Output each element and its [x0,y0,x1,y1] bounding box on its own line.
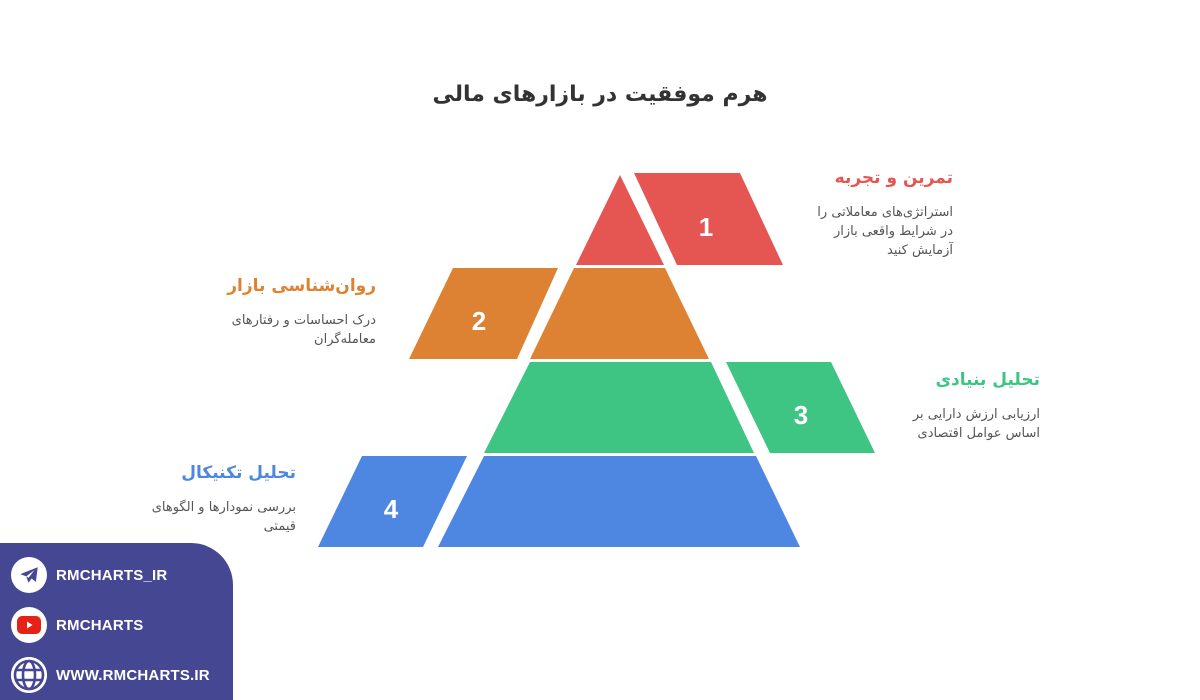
tier-2-description-line: درک احساسات و رفتارهای [231,313,376,328]
tier-2-number: 2 [472,306,486,336]
globe-icon [11,657,47,693]
tier-3-description-line: اساس عوامل اقتصادی [917,426,1040,441]
tier-1-title: تمرین و تجربه [834,168,953,188]
tier-3-description-line: ارزیابی ارزش دارایی بر [912,407,1040,422]
website-url: WWW.RMCHARTS.IR [56,666,210,684]
tier-2-description-line: معامله‌گران [314,332,376,347]
telegram-handle: RMCHARTS_IR [56,566,168,584]
tier-2-label: روان‌شناسی بازار درک احساسات و رفتارهای … [216,276,376,349]
tier-4-number-tab [318,456,467,547]
tier-1-number: 1 [699,212,713,242]
pyramid-tier-1: 1 [576,173,783,265]
tier-2-number-tab [409,268,558,359]
tier-3-number: 3 [794,400,808,430]
tier-3-pyramid-segment [484,362,754,453]
pyramid-tier-2: 2 [409,268,709,359]
tier-4-description-line: قیمتی [263,519,296,534]
tier-3-label: تحلیل بنیادی ارزیابی ارزش دارایی بر اساس… [903,370,1040,443]
social-link-website[interactable]: WWW.RMCHARTS.IR [11,657,210,693]
tier-1-description: استراتژی‌های معاملاتی را در شرایط واقعی … [808,203,953,260]
tier-4-description-line: بررسی نمودارها و الگوهای [151,500,296,515]
tier-2-pyramid-segment [530,268,709,359]
social-link-youtube[interactable]: RMCHARTS [11,607,143,643]
tier-4-label: تحلیل تکنیکال بررسی نمودارها و الگوهای ق… [136,463,296,536]
tier-1-description-line: در شرایط واقعی بازار [833,224,953,239]
social-link-telegram[interactable]: RMCHARTS_IR [11,557,167,593]
tier-2-description: درک احساسات و رفتارهای معامله‌گران [216,311,376,349]
tier-3-number-tab [726,362,875,453]
youtube-icon [11,607,47,643]
tier-1-number-tab [634,173,783,265]
tier-4-description: بررسی نمودارها و الگوهای قیمتی [136,498,296,536]
tier-3-title: تحلیل بنیادی [935,370,1040,390]
tier-3-description: ارزیابی ارزش دارایی بر اساس عوامل اقتصاد… [903,405,1040,443]
tier-1-description-line: استراتژی‌های معاملاتی را [817,205,953,220]
tier-1-label: تمرین و تجربه استراتژی‌های معاملاتی را د… [808,168,953,260]
social-links-panel: RMCHARTS_IR RMCHARTS WWW.RMCHARTS.IR [0,543,233,700]
pyramid-tier-3: 3 [484,362,875,453]
youtube-channel: RMCHARTS [56,616,144,634]
diagram-title: هرم موفقیت در بازارهای مالی [432,82,768,107]
tier-2-title: روان‌شناسی بازار [227,276,376,296]
tier-4-pyramid-segment [438,456,800,547]
tier-4-number: 4 [384,494,399,524]
pyramid-tier-4: 4 [318,456,800,547]
tier-1-pyramid-segment [576,175,664,265]
telegram-icon [11,557,47,593]
tier-4-title: تحلیل تکنیکال [181,463,296,483]
tier-1-description-line: آزمایش کنید [887,243,953,258]
